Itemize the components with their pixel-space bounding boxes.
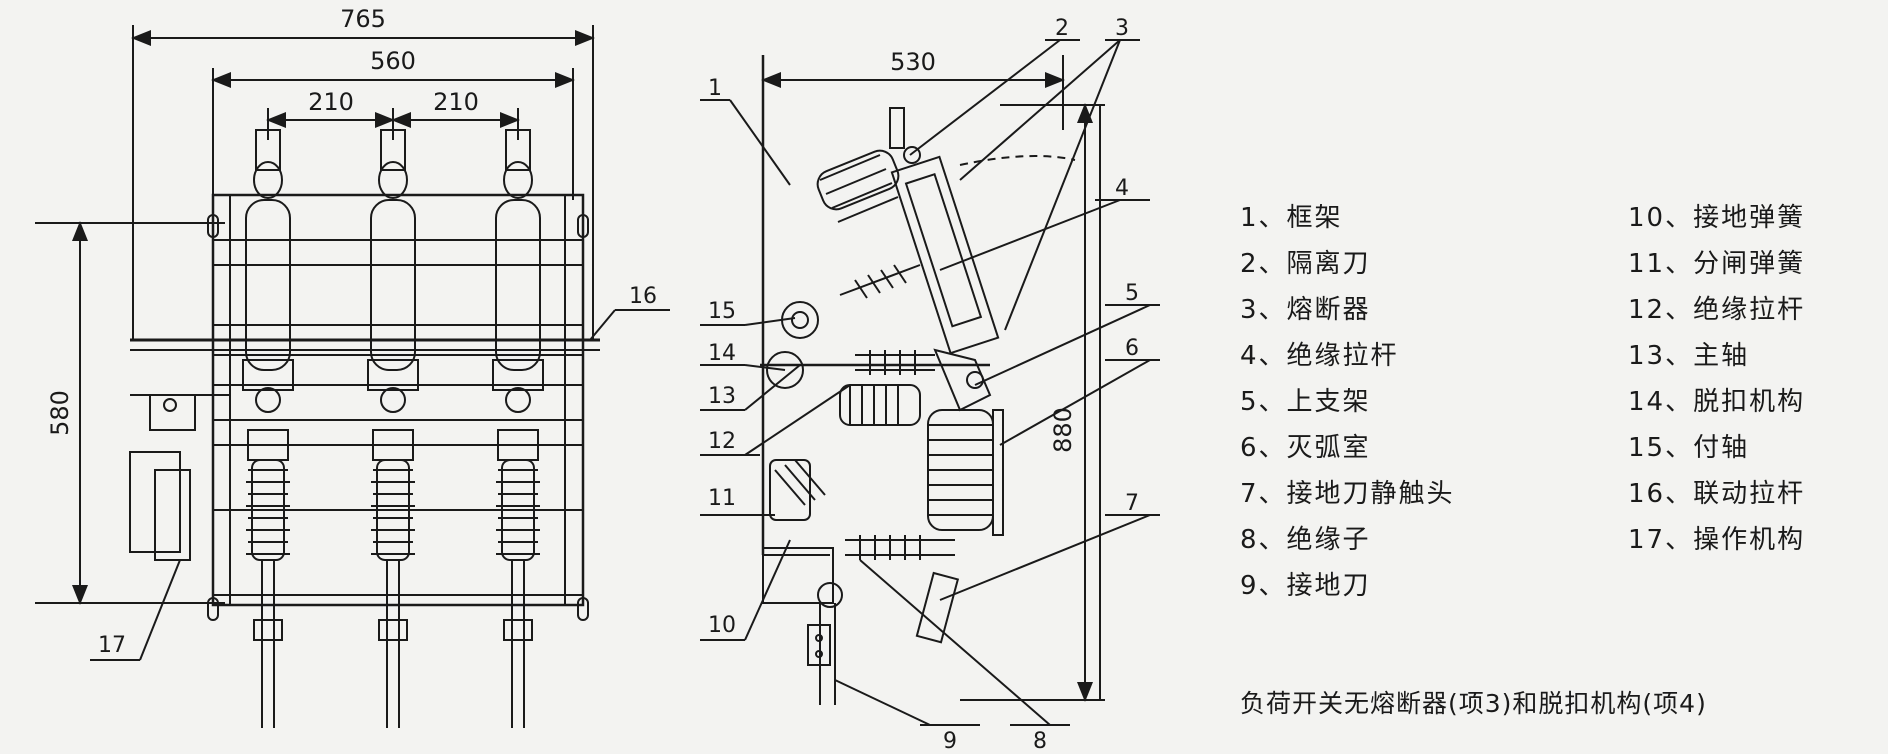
- legend-item: 8、绝缘子: [1240, 525, 1371, 555]
- dim-580: 580: [46, 390, 74, 436]
- legend-item: 7、接地刀静触头: [1240, 479, 1455, 509]
- legend-right: 10、接地弹簧 11、分闸弹簧 12、绝缘拉杆 13、主轴 14、脱扣机构 15…: [1628, 195, 1805, 563]
- legend-item: 1、框架: [1240, 203, 1343, 233]
- leader-13: [744, 364, 801, 411]
- dim-210-right: 210: [433, 88, 479, 116]
- legend-item: 6、灭弧室: [1240, 433, 1371, 463]
- leader-10: [744, 539, 791, 641]
- callout-13: 13: [708, 384, 736, 409]
- callout-14: 14: [708, 341, 736, 366]
- leader-5: [974, 304, 1151, 386]
- dim-530: 530: [890, 48, 936, 76]
- legend-item: 11、分闸弹簧: [1628, 249, 1806, 279]
- legend-item: 9、接地刀: [1240, 571, 1371, 601]
- callout-2: 2: [1055, 16, 1069, 41]
- leader-8: [859, 559, 1051, 726]
- callout-10: 10: [708, 613, 736, 638]
- callout-4: 4: [1115, 176, 1129, 201]
- callout-7: 7: [1125, 491, 1139, 516]
- side-view: [760, 55, 1105, 705]
- pole-2: [367, 129, 419, 728]
- leader-15: [744, 317, 796, 326]
- leader-16: [589, 309, 616, 341]
- legend-item: 4、绝缘拉杆: [1240, 341, 1399, 371]
- legend-left: 1、框架 2、隔离刀 3、熔断器 4、绝缘拉杆 5、上支架 6、灭弧室 7、接地…: [1240, 195, 1455, 609]
- leader-7: [939, 514, 1151, 601]
- legend-item: 3、熔断器: [1240, 295, 1371, 325]
- leader-4: [939, 199, 1121, 271]
- pole-3: [492, 129, 544, 728]
- callout-11: 11: [708, 486, 736, 511]
- callout-9: 9: [943, 729, 957, 754]
- leader-1: [729, 99, 791, 186]
- dim-880: 880: [1049, 407, 1077, 453]
- callout-8: 8: [1033, 729, 1047, 754]
- legend-item: 17、操作机构: [1628, 525, 1806, 555]
- legend-item: 12、绝缘拉杆: [1628, 295, 1806, 325]
- legend-item: 5、上支架: [1240, 387, 1371, 417]
- legend-item: 2、隔离刀: [1240, 249, 1371, 279]
- pole-1: [242, 129, 294, 728]
- legend-item: 10、接地弹簧: [1628, 203, 1806, 233]
- leader-3: [959, 39, 1121, 181]
- legend-item: 14、脱扣机构: [1628, 387, 1806, 417]
- caption: 负荷开关无熔断器(项3)和脱扣机构(项4): [1240, 689, 1707, 718]
- leader-14: [744, 364, 786, 371]
- callout-5: 5: [1125, 281, 1139, 306]
- leader-9: [834, 679, 931, 726]
- callout-17: 17: [98, 633, 126, 658]
- legend-item: 16、联动拉杆: [1628, 479, 1806, 509]
- callout-6: 6: [1125, 336, 1139, 361]
- front-view: [35, 25, 600, 621]
- legend-item: 15、付轴: [1628, 433, 1750, 463]
- leader-12: [744, 384, 851, 456]
- callout-3: 3: [1115, 16, 1129, 41]
- dim-560: 560: [370, 47, 416, 75]
- callout-12: 12: [708, 429, 736, 454]
- leader-2: [909, 39, 1061, 156]
- callout-15: 15: [708, 299, 736, 324]
- dim-765: 765: [340, 5, 386, 33]
- legend-item: 13、主轴: [1628, 341, 1750, 371]
- leader-6: [999, 359, 1151, 446]
- callout-16: 16: [629, 284, 657, 309]
- leader-17: [139, 559, 181, 661]
- callout-1: 1: [708, 76, 722, 101]
- dim-210-left: 210: [308, 88, 354, 116]
